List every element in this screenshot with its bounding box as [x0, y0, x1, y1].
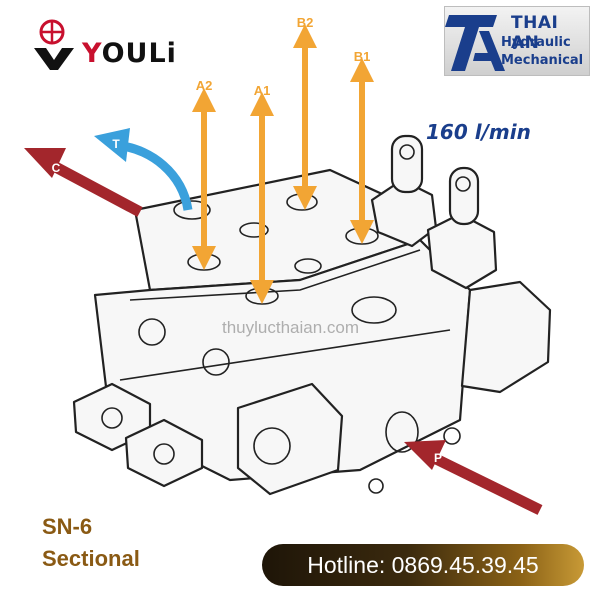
youli-initial: Y	[82, 38, 102, 69]
label-a2: A2	[196, 78, 213, 93]
youli-wordmark: YOULi	[82, 38, 177, 69]
thaian-logo: THAI AN Hydraulic Mechanical	[444, 6, 590, 76]
thaian-line2: Mechanical	[501, 53, 584, 68]
label-b2: B2	[297, 15, 314, 30]
thaian-name: THAI AN	[511, 13, 559, 53]
work-port-arrows	[192, 23, 374, 304]
flow-rate: 160 l/min	[426, 120, 531, 144]
label-a1: A1	[254, 83, 271, 98]
arrow-p	[404, 440, 543, 515]
label-t: T	[112, 137, 120, 151]
label-c: C	[52, 161, 61, 175]
arrow-t	[94, 128, 193, 211]
watermark: thuylucthaian.com	[222, 318, 360, 337]
label-b1: B1	[354, 49, 371, 64]
youli-logo: YOULi	[28, 14, 176, 74]
port-labels: A2 A1 B2 B1 T C P	[52, 15, 442, 465]
thaian-emblem-icon	[445, 15, 505, 71]
label-p: P	[434, 451, 442, 465]
valve-body	[72, 134, 552, 496]
youli-emblem-icon	[34, 19, 74, 70]
model-name: SN-6	[42, 514, 93, 539]
valve-type: Sectional	[42, 546, 140, 571]
valve-details	[101, 144, 471, 494]
hotline-banner: Hotline: 0869.45.39.45	[262, 544, 584, 586]
thaian-line1: Hydraulic	[501, 35, 571, 50]
arrow-c	[24, 148, 143, 217]
